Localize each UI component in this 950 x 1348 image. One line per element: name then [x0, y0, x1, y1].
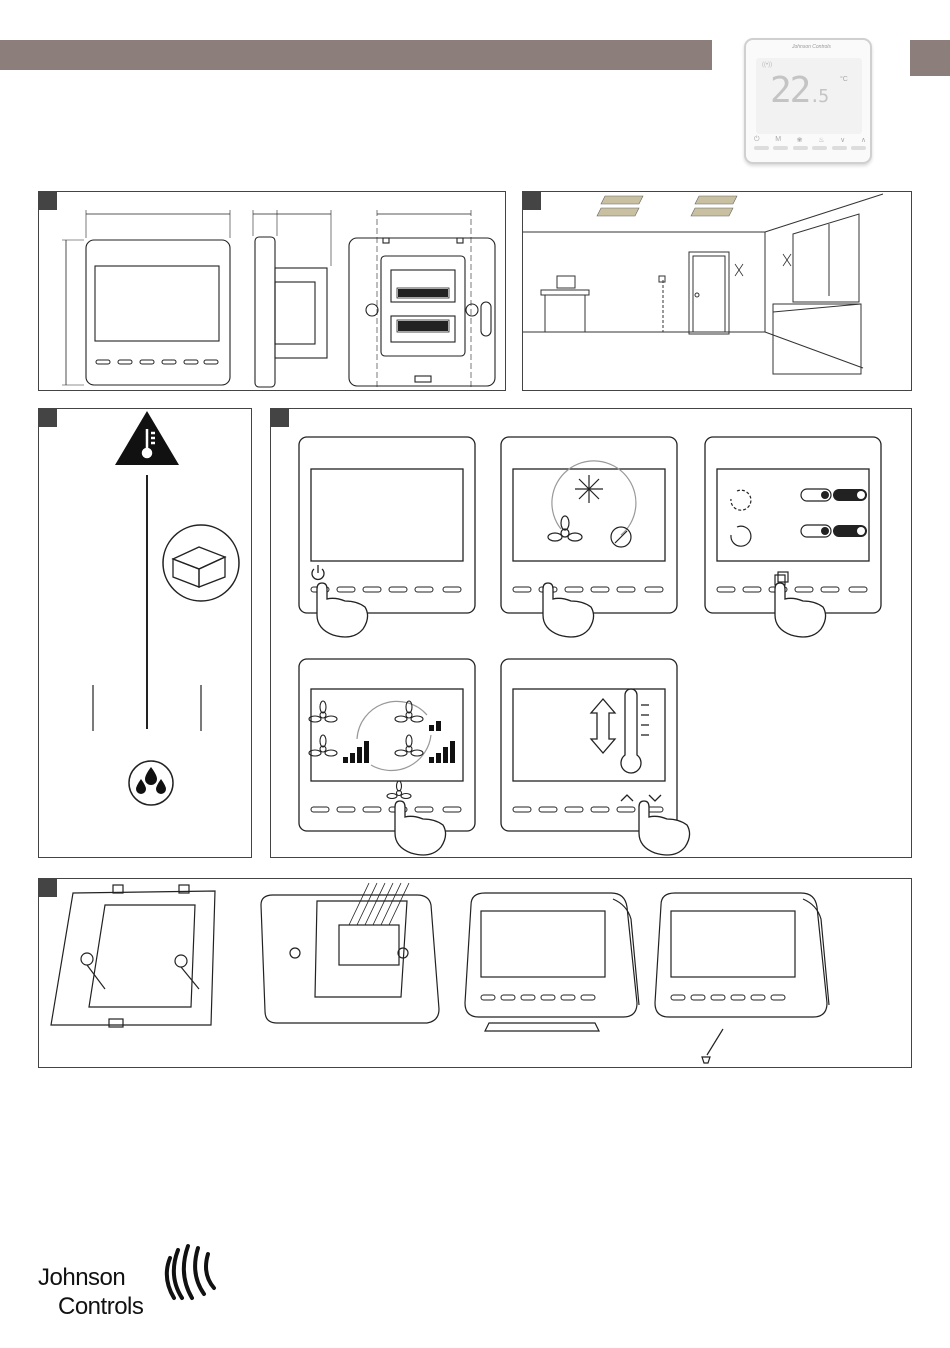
device-1-buttons	[311, 587, 461, 592]
thermostat-buttons	[754, 146, 866, 150]
setpoint-icons	[591, 689, 661, 801]
logo-mark-icon	[156, 1240, 220, 1304]
mode-icon: M	[775, 136, 781, 144]
power-icon: ⏻	[754, 136, 760, 144]
mounting-steps	[39, 879, 911, 1067]
temperature-unit: °C	[840, 76, 848, 83]
panel-location	[522, 191, 912, 391]
mode-icons	[548, 475, 631, 547]
heat-icon: ♨	[818, 136, 824, 144]
environment-illustration	[39, 409, 251, 857]
wifi-icon: ((•))	[762, 62, 772, 68]
thermostat-photo: Johnson Controls ((•)) 22.5 °C ⏻ M ❀ ♨ ∨…	[744, 38, 872, 164]
dimension-drawings	[39, 192, 505, 390]
up-icon: ∧	[861, 136, 866, 144]
logo-line-2: Controls	[58, 1293, 143, 1321]
header-tab	[910, 40, 950, 76]
header-band	[0, 40, 712, 70]
panel-dimensions	[38, 191, 506, 391]
hand-icons	[317, 583, 826, 855]
thermostat-brand: Johnson Controls	[792, 44, 831, 50]
down-icon: ∨	[840, 136, 845, 144]
package-icon	[163, 525, 239, 601]
thermostat-key-labels: ⏻ M ❀ ♨ ∨ ∧	[754, 136, 866, 144]
panel-operation	[270, 408, 912, 858]
temperature-decimal: .5	[809, 86, 827, 107]
temperature-readout: 22.5	[770, 70, 827, 111]
logo-line-1: Johnson	[38, 1264, 125, 1292]
room-illustration	[523, 192, 911, 390]
panel-environment	[38, 408, 252, 858]
operation-illustrations	[271, 409, 911, 857]
power-icon	[312, 565, 324, 579]
panel-mounting	[38, 878, 912, 1068]
company-logo: Johnson Controls	[38, 1240, 228, 1320]
temperature-value: 22	[770, 70, 809, 111]
fan-icon: ❀	[797, 136, 803, 144]
